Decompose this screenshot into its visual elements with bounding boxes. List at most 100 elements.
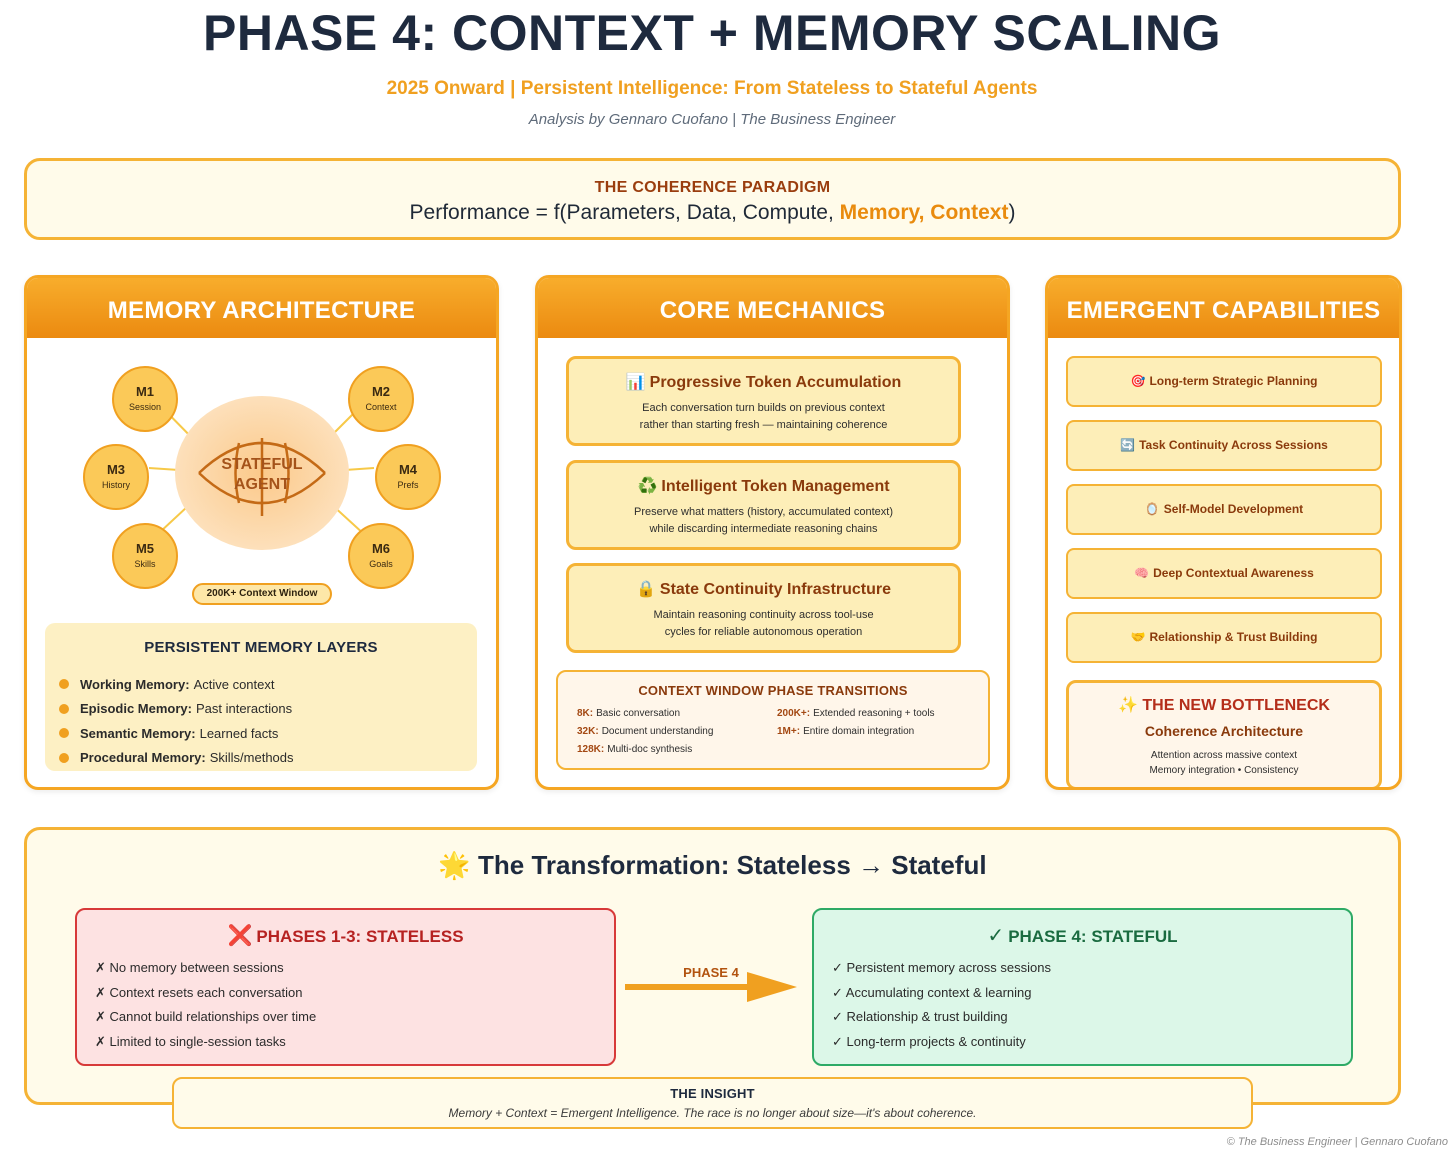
transitions-row: 128K:Multi-doc synthesis xyxy=(577,744,977,762)
mechanic-card-progressive-token-accumulation: 📊Progressive Token Accumulation Each con… xyxy=(566,356,961,446)
new-bottleneck-box: ✨ THE NEW BOTTLENECK Coherence Architect… xyxy=(1066,680,1382,787)
node-code: M4 xyxy=(398,462,418,477)
insight-box: THE INSIGHT Memory + Context = Emergent … xyxy=(172,1077,1253,1129)
mechanic-desc-line1: Preserve what matters (history, accumula… xyxy=(633,506,893,518)
memory-architecture-panel: MEMORY ARCHITECTURE xyxy=(24,275,499,790)
transitions-grid: 8K:Basic conversation 200K+:Extended rea… xyxy=(577,708,977,762)
capability-long-term-strategic-planning: 🎯Long-term Strategic Planning xyxy=(1066,356,1382,407)
node-name: Skills xyxy=(134,559,156,569)
brain-icon xyxy=(198,438,326,516)
list-item: ✗ Limited to single-session tasks xyxy=(95,1033,286,1049)
agent-label-line1: STATEFUL xyxy=(221,456,303,473)
copyright-footer: © The Business Engineer | Gennaro Cuofan… xyxy=(1226,1136,1448,1148)
list-item: Working Memory:Active context xyxy=(59,672,477,697)
layers-list: Working Memory:Active context Episodic M… xyxy=(45,672,477,770)
mechanic-title-text: State Continuity Infrastructure xyxy=(659,581,892,598)
transition-item: 8K:Basic conversation xyxy=(577,708,777,726)
transition-value: Multi-doc synthesis xyxy=(607,744,693,755)
stateless-list: ✗ No memory between sessions ✗ Context r… xyxy=(77,960,614,1058)
capability-label: Task Continuity Across Sessions xyxy=(1139,438,1328,452)
transition-key: 128K: xyxy=(577,744,605,755)
bullet-dot-icon xyxy=(59,703,69,714)
stateless-title-text: PHASES 1-3: STATELESS xyxy=(256,927,464,946)
stateful-list: ✓ Persistent memory across sessions ✓ Ac… xyxy=(814,960,1351,1058)
layer-desc: Learned facts xyxy=(199,725,279,741)
transition-value: Entire domain integration xyxy=(803,726,915,737)
node-code: M5 xyxy=(135,541,155,556)
stateful-title-text: PHASE 4: STATEFUL xyxy=(1008,927,1178,946)
phase-arrow-label: PHASE 4 xyxy=(683,965,739,980)
node-name: Session xyxy=(128,402,162,412)
bottleneck-title-text: THE NEW BOTTLENECK xyxy=(1142,697,1330,714)
memory-architecture-title: MEMORY ARCHITECTURE xyxy=(27,278,496,338)
mechanic-desc: Preserve what matters (history, accumula… xyxy=(569,504,958,538)
core-mechanics-title: CORE MECHANICS xyxy=(538,278,1007,338)
memory-diagram: STATEFUL AGENT M1 Session M2 Context M3 … xyxy=(27,338,496,618)
emergent-capabilities-title: EMERGENT CAPABILITIES xyxy=(1048,278,1399,338)
context-window-badge: 200K+ Context Window xyxy=(192,583,332,605)
formula-prefix: Performance = f(Parameters, Data, Comput… xyxy=(409,201,840,224)
brain-icon: 🧠 xyxy=(1134,566,1150,580)
insight-text: Memory + Context = Emergent Intelligence… xyxy=(448,1106,977,1120)
layer-name: Procedural Memory: xyxy=(80,750,206,766)
node-code: M1 xyxy=(135,384,155,399)
handshake-icon: 🤝 xyxy=(1130,630,1146,644)
bar-chart-icon: 📊 xyxy=(625,374,646,391)
capability-relationship-trust: 🤝Relationship & Trust Building xyxy=(1066,612,1382,663)
mechanic-card-intelligent-token-management: ♻️Intelligent Token Management Preserve … xyxy=(566,460,961,550)
connector-m4 xyxy=(344,467,375,471)
coherence-paradigm-box: THE COHERENCE PARADIGM Performance = f(P… xyxy=(24,158,1401,240)
transitions-title: CONTEXT WINDOW PHASE TRANSITIONS xyxy=(638,683,908,698)
transition-item: 1M+:Entire domain integration xyxy=(777,726,977,744)
capability-deep-contextual-awareness: 🧠Deep Contextual Awareness xyxy=(1066,548,1382,599)
list-item: ✗ Cannot build relationships over time xyxy=(95,1009,317,1024)
transitions-row: 8K:Basic conversation 200K+:Extended rea… xyxy=(577,708,977,726)
layer-name: Episodic Memory: xyxy=(80,701,192,717)
capability-label: Long-term Strategic Planning xyxy=(1149,374,1318,388)
memory-node-m5: M5 Skills xyxy=(112,523,178,589)
mechanic-desc: Each conversation turn builds on previou… xyxy=(569,400,958,434)
transition-key: 8K: xyxy=(577,708,594,719)
emergent-capabilities-panel: EMERGENT CAPABILITIES 🎯Long-term Strateg… xyxy=(1045,275,1402,790)
capability-label: Relationship & Trust Building xyxy=(1149,630,1318,644)
list-item: Semantic Memory:Learned facts xyxy=(59,721,477,746)
bullet-dot-icon xyxy=(59,728,69,739)
stateless-box: ❌PHASES 1-3: STATELESS ✗ No memory betwe… xyxy=(75,908,616,1066)
layers-title: PERSISTENT MEMORY LAYERS xyxy=(144,639,378,656)
layer-desc: Past interactions xyxy=(195,701,293,717)
node-name: Context xyxy=(365,402,397,412)
list-item: Episodic Memory:Past interactions xyxy=(59,697,477,722)
layer-name: Working Memory: xyxy=(80,676,190,692)
node-name: Prefs xyxy=(397,480,419,490)
capability-label: Self-Model Development xyxy=(1163,502,1304,516)
sparkles-icon: ✨ xyxy=(1118,697,1138,714)
bottleneck-desc-line2: Memory integration • Consistency xyxy=(1149,765,1299,776)
byline: Analysis by Gennaro Cuofano | The Busine… xyxy=(528,111,896,128)
star-icon: 🌟 xyxy=(438,850,471,880)
mechanic-desc-line2: cycles for reliable autonomous operation xyxy=(664,626,863,638)
capability-task-continuity: 🔄Task Continuity Across Sessions xyxy=(1066,420,1382,471)
stateless-title: ❌PHASES 1-3: STATELESS xyxy=(77,923,614,948)
check-icon: ✓ xyxy=(987,925,1005,947)
layer-desc: Active context xyxy=(193,676,275,692)
mechanic-card-state-continuity-infrastructure: 🔒State Continuity Infrastructure Maintai… xyxy=(566,563,961,653)
node-name: History xyxy=(101,480,130,490)
bullet-dot-icon xyxy=(59,752,69,763)
bottleneck-subtitle: Coherence Architecture xyxy=(1144,723,1304,739)
mechanic-desc: Maintain reasoning continuity across too… xyxy=(569,607,958,641)
list-item: ✓ Long-term projects & continuity xyxy=(832,1033,1026,1049)
transition-key: 1M+: xyxy=(777,726,801,737)
coherence-formula: Performance = f(Parameters, Data, Comput… xyxy=(27,201,1398,225)
page-title: PHASE 4: CONTEXT + MEMORY SCALING xyxy=(202,5,1221,61)
mirror-icon: 🪞 xyxy=(1144,502,1160,516)
mechanic-title: ♻️Intelligent Token Management xyxy=(569,476,958,496)
context-window-phase-transitions: CONTEXT WINDOW PHASE TRANSITIONS 8K:Basi… xyxy=(556,670,990,770)
mechanic-desc-line2: while discarding intermediate reasoning … xyxy=(649,523,878,535)
page-subtitle: 2025 Onward | Persistent Intelligence: F… xyxy=(386,78,1038,99)
target-icon: 🎯 xyxy=(1130,374,1146,388)
stateful-box: ✓PHASE 4: STATEFUL ✓ Persistent memory a… xyxy=(812,908,1353,1066)
transition-item: 200K+:Extended reasoning + tools xyxy=(777,708,977,726)
transition-key: 200K+: xyxy=(777,708,811,719)
mechanic-desc-line1: Each conversation turn builds on previou… xyxy=(642,402,885,414)
transition-value: Extended reasoning + tools xyxy=(813,708,935,719)
